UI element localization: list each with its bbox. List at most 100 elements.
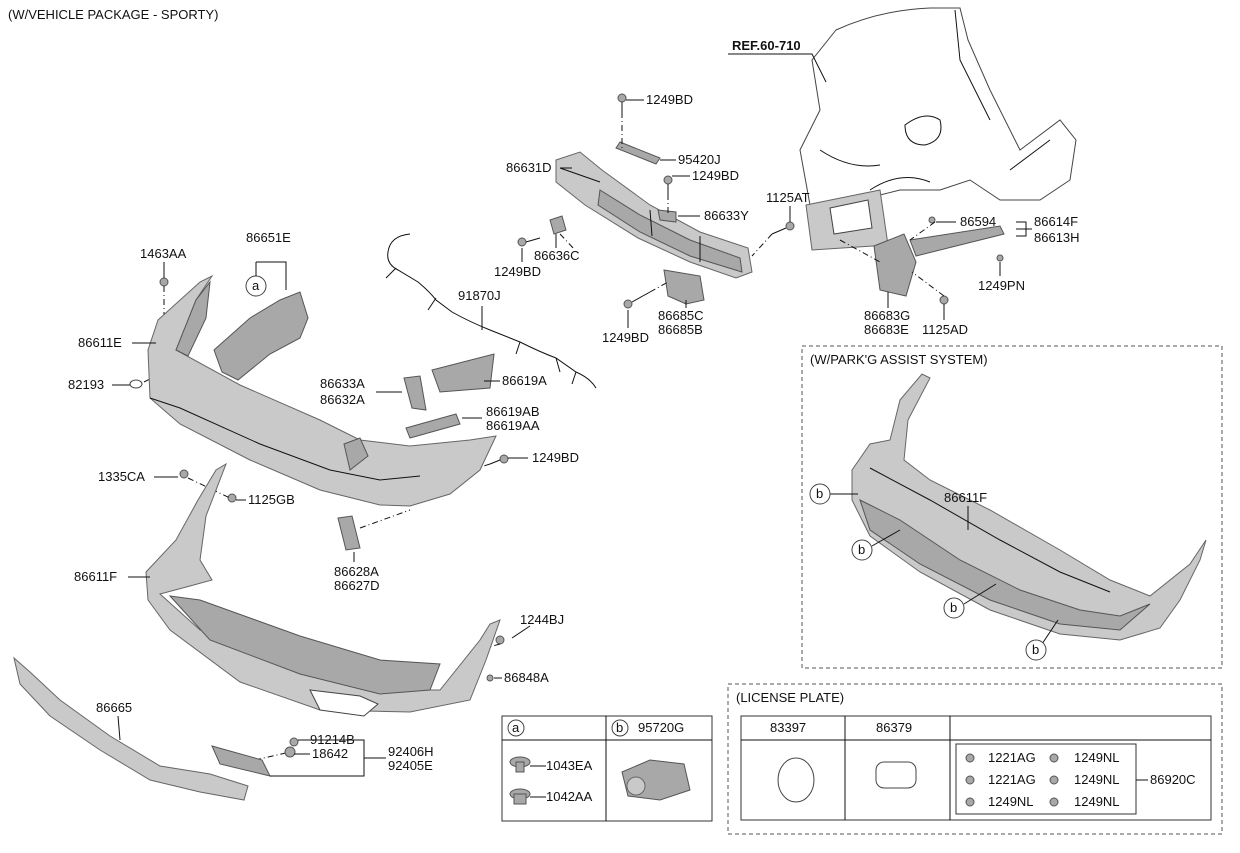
fastener-1249nl-3: 1249NL [988, 794, 1034, 809]
label-86665: 86665 [96, 700, 132, 715]
label-1125gb: 1125GB [248, 492, 295, 507]
screw-icon [965, 753, 1059, 807]
label-86631d: 86631D [506, 160, 552, 175]
fastener-1249nl-4: 1249NL [1074, 794, 1120, 809]
part-86683-bracket [873, 233, 917, 297]
label-1125at: 1125AT [766, 190, 810, 205]
label-1249pn: 1249PN [978, 278, 1025, 293]
label-86848a: 86848A [504, 670, 549, 685]
bumper-cover-86611e [147, 274, 497, 507]
part-86651e-bracket [213, 291, 309, 381]
wiring-harness [387, 233, 597, 389]
marker-b-label-4: b [1032, 642, 1039, 657]
park-assist-part-label: 86611F [944, 490, 987, 505]
label-1463aa: 1463AA [140, 246, 187, 261]
license-header-86379: 86379 [876, 720, 912, 735]
label-86628a: 86628A [334, 564, 379, 579]
label-86619aa: 86619AA [486, 418, 540, 433]
license-plate-box [727, 683, 1223, 835]
label-86611f: 86611F [74, 569, 117, 584]
license-plate-recess [829, 199, 873, 235]
label-86611e: 86611E [78, 335, 122, 350]
label-86636c: 86636C [534, 248, 580, 263]
park-assist-title: (W/PARK'G ASSIST SYSTEM) [810, 352, 988, 367]
label-86619a: 86619A [502, 373, 547, 388]
label-1249bd-b: 1249BD [692, 168, 739, 183]
part-92406h-reflector [211, 745, 271, 777]
label-1335ca: 1335CA [98, 469, 145, 484]
fastener-1249nl-1: 1249NL [1074, 750, 1120, 765]
park-assist-leaders [830, 493, 1059, 645]
label-1249bd-c: 1249BD [494, 264, 541, 279]
label-86594: 86594 [960, 214, 996, 229]
bolt-icon [159, 93, 1004, 682]
marker-b-label-1: b [816, 486, 823, 501]
label-86651e: 86651E [246, 230, 291, 245]
ref-label: REF.60-710 [732, 38, 801, 53]
lower-bumper-86611f [145, 462, 501, 717]
page-title: (W/VEHICLE PACKAGE - SPORTY) [8, 7, 218, 22]
legend-item-1043ea: 1043EA [546, 758, 593, 773]
marker-b-label-2: b [858, 542, 865, 557]
part-83397-grommet-icon [777, 757, 815, 803]
legend-key-b: b [616, 720, 623, 735]
fastener-1249nl-2: 1249NL [1074, 772, 1120, 787]
label-1249bd-d: 1249BD [602, 330, 649, 345]
fastener-1221ag-2: 1221AG [988, 772, 1036, 787]
part-86665-diffuser [13, 656, 249, 801]
label-86683g: 86683G [864, 308, 910, 323]
socket-icon [284, 746, 296, 758]
label-86627d: 86627D [334, 578, 380, 593]
marker-b-label-3: b [950, 600, 957, 615]
part-95420j-strip [615, 141, 661, 165]
push-nut-icon [509, 756, 531, 805]
label-91214b: 91214B [310, 732, 355, 747]
label-86633a: 86633A [320, 376, 365, 391]
part-86614f-trim [909, 225, 1005, 257]
part-86636c-clip [549, 215, 567, 235]
label-92405e: 92405E [388, 758, 433, 773]
label-92406h: 92406H [388, 744, 434, 759]
wiring-harness-branches [385, 267, 577, 385]
fastener-1221ag-1: 1221AG [988, 750, 1036, 765]
label-1249bd-a: 1249BD [646, 92, 693, 107]
parking-sensor-icon [621, 759, 691, 801]
part-86633y-bracket [657, 209, 677, 223]
legend-item-1042aa: 1042AA [546, 789, 593, 804]
label-1244bj: 1244BJ [520, 612, 564, 627]
license-plate-table [740, 715, 1212, 821]
leader-lines [112, 99, 1032, 777]
part-86619a-cover [431, 353, 495, 393]
part-86685-bracket [663, 269, 705, 305]
legend-key-a: a [512, 720, 520, 735]
label-18642: 18642 [312, 746, 348, 761]
license-header-83397: 83397 [770, 720, 806, 735]
park-assist-box [801, 345, 1223, 669]
marker-b-icons [809, 483, 1047, 661]
label-82193: 82193 [68, 377, 104, 392]
label-86614f: 86614F [1034, 214, 1078, 229]
part-86633a-reflector [403, 375, 427, 411]
label-86683e: 86683E [864, 322, 909, 337]
label-86632a: 86632A [320, 392, 365, 407]
part-82193-seal [129, 379, 143, 389]
body-panel-outline [799, 7, 1077, 211]
marker-a-label: a [252, 278, 260, 293]
label-91870j: 91870J [458, 288, 501, 303]
part-86619ab-trim [405, 413, 461, 439]
ref-leader [728, 53, 827, 83]
legend-table [501, 715, 713, 822]
label-95420j: 95420J [678, 152, 721, 167]
license-assembly-86920c: 86920C [1150, 772, 1196, 787]
label-86633y: 86633Y [704, 208, 749, 223]
label-86685c: 86685C [658, 308, 704, 323]
legend-part-95720g: 95720G [638, 720, 684, 735]
rear-bumper-beam [555, 151, 753, 279]
part-86379-pad-icon [875, 761, 917, 789]
label-1249bd-e: 1249BD [532, 450, 579, 465]
license-plate-title: (LICENSE PLATE) [736, 690, 844, 705]
park-assist-bumper [851, 373, 1207, 641]
label-86619ab: 86619AB [486, 404, 540, 419]
